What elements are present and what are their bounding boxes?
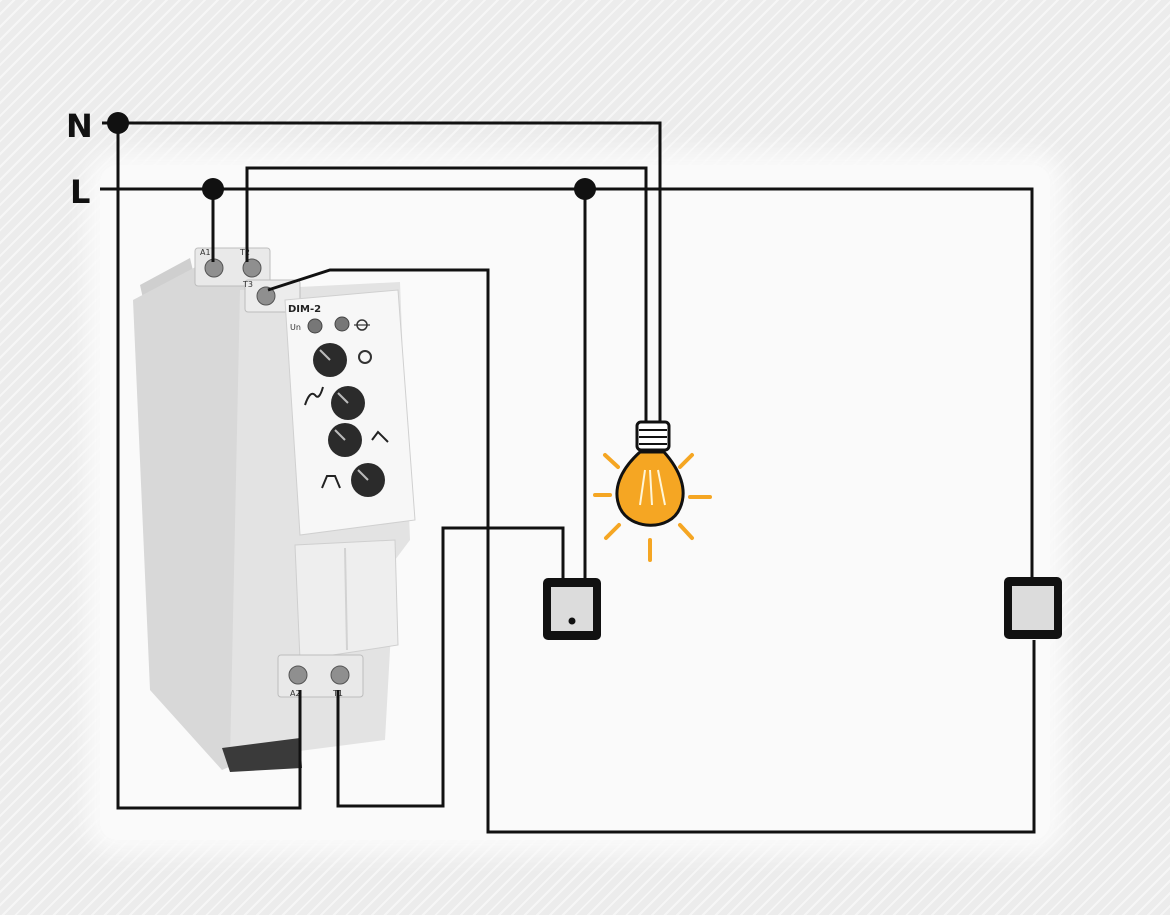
terminal-screw-t3 — [256, 286, 276, 306]
junction-l-switch — [574, 178, 596, 200]
t1-to-left-switch-wire — [336, 526, 565, 808]
ray — [604, 523, 621, 540]
light-bulb-icon — [593, 420, 712, 562]
ray — [603, 453, 620, 469]
soft-on-knob[interactable] — [304, 386, 365, 420]
soft-off-knob[interactable] — [328, 423, 389, 457]
push-button-switch-left[interactable] — [543, 578, 601, 640]
din-foot — [222, 738, 302, 772]
cover-split — [344, 547, 348, 651]
bulb-glass — [615, 450, 685, 527]
terminal-label-t2: T2 — [239, 248, 250, 257]
ramp-down-icon — [371, 430, 389, 443]
terminal-screw-t1 — [330, 665, 350, 685]
power-led-icon — [307, 318, 323, 334]
bulb-filament — [639, 469, 666, 506]
t2-to-bulb-wire — [245, 166, 648, 425]
t3-to-right-switch-wire — [267, 268, 1036, 834]
terminal-label-a1: A1 — [200, 248, 211, 257]
neutral-wire — [102, 121, 662, 425]
terminal-screw-t2 — [242, 258, 262, 278]
indicator-label: Un — [290, 323, 301, 332]
wires — [100, 121, 1036, 834]
pulse-icon — [321, 475, 341, 489]
neutral-label: N — [66, 107, 93, 145]
terminal-label-a2: A2 — [290, 689, 301, 698]
ray — [678, 453, 694, 469]
device-side — [133, 262, 250, 770]
knob-2-pointer — [337, 392, 349, 404]
terminal-screw-a2 — [288, 665, 308, 685]
knob-3-pointer — [334, 429, 346, 441]
junction-n — [107, 112, 129, 134]
sun-icon — [358, 350, 372, 364]
terminal-label-t3: T3 — [242, 280, 253, 289]
light-rays — [593, 453, 712, 562]
junction-l-a1 — [202, 178, 224, 200]
switch-button[interactable] — [1012, 586, 1054, 630]
dimmer-module: A1 T2 T3 DIM-2 Un — [133, 247, 416, 772]
neutral-to-a2-wire — [116, 123, 302, 810]
model-label: DIM-2 — [288, 304, 321, 315]
live-wire — [100, 187, 1034, 580]
bottom-terminal-block — [277, 654, 364, 698]
knob-1-pointer — [319, 349, 331, 361]
ramp-up-icon — [304, 386, 324, 406]
output-led-icon — [334, 316, 350, 332]
knob-4-pointer — [357, 469, 369, 481]
push-button-switch-right[interactable] — [1004, 577, 1062, 639]
min-level-knob[interactable] — [321, 463, 385, 497]
switch-indicator-icon — [568, 617, 576, 625]
brightness-knob[interactable] — [313, 343, 372, 377]
live-label: L — [70, 173, 90, 211]
ray — [678, 523, 694, 540]
